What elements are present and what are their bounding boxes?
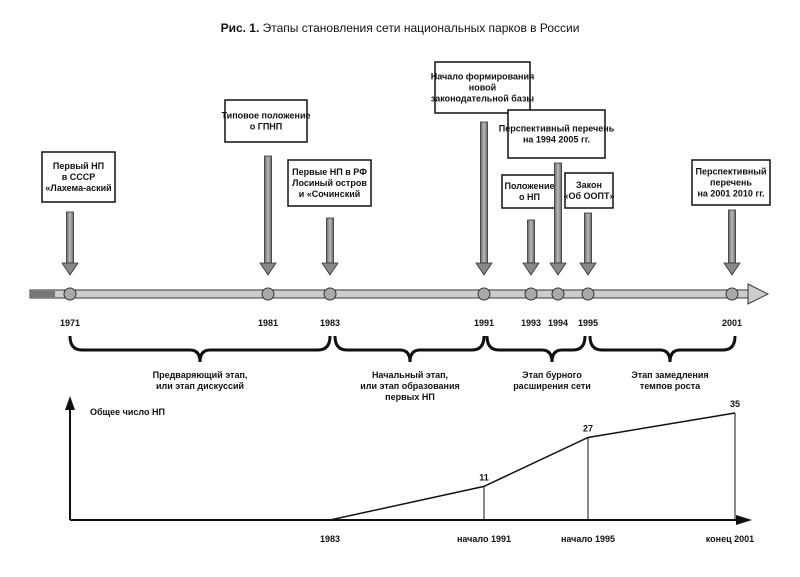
event-label: в СССР (62, 172, 96, 182)
stage-label: Предваряющий этап, (153, 370, 248, 380)
timeline-marker (261, 287, 275, 301)
brace-icon (68, 335, 332, 363)
down-arrow-icon (326, 217, 334, 264)
data-label: 35 (730, 399, 740, 409)
x-axis-arrow-icon (736, 515, 752, 525)
year-label: 1971 (60, 318, 80, 328)
event-label: «Лахема-аский (45, 183, 111, 193)
event-label: новой (469, 83, 496, 93)
event-box (564, 172, 614, 209)
timeline-marker (323, 287, 337, 301)
timeline-event: Начало формированияновойзаконодательной … (431, 61, 535, 328)
event-label: о ГПНП (250, 122, 283, 132)
stage-label: Этап замедления (631, 370, 708, 380)
event-label: Начало формирования (431, 72, 535, 82)
stage-label: или этап образования (360, 381, 460, 391)
arrowhead-icon (723, 262, 741, 276)
event-box (41, 151, 116, 203)
stage-label: Этап бурного (522, 370, 582, 380)
timeline-marker (63, 287, 77, 301)
timeline-marker (524, 287, 538, 301)
event-label: Перспективный перечень (499, 124, 615, 134)
brace-icon (588, 335, 737, 363)
event-box (224, 99, 308, 143)
brace-icon (333, 335, 486, 363)
event-label: Первые НП в РФ (292, 167, 367, 177)
x-tick-label: 1983 (320, 534, 340, 544)
arrowhead-icon (259, 262, 277, 276)
down-arrow-icon (264, 155, 272, 264)
event-box (434, 61, 531, 114)
event-label: законодательной базы (431, 94, 535, 104)
event-label: о НП (519, 192, 540, 202)
event-label: и «Сочинский (299, 189, 361, 199)
data-label: 11 (479, 472, 489, 482)
arrowhead-icon (475, 262, 493, 276)
event-label: Перспективный (695, 167, 766, 177)
y-axis-label: Общее число НП (90, 407, 165, 417)
x-tick-label: начало 1995 (561, 534, 615, 544)
timeline-event: Первый НПв СССР«Лахема-аский 1971 (41, 151, 116, 328)
x-tick-label: конец 2001 (706, 534, 754, 544)
year-label: 1983 (320, 318, 340, 328)
stage-label: расширения сети (513, 381, 591, 391)
arrowhead-icon (549, 262, 567, 276)
stage-label: или этап дискуссий (156, 381, 244, 391)
figure-title: Рис. 1. Этапы становления сети националь… (221, 21, 580, 35)
stage-label: Начальный этап, (372, 370, 448, 380)
timeline-marker (477, 287, 491, 301)
stage-brace: Начальный этап,или этап образованияпервы… (333, 335, 486, 402)
stage-brace: Предваряющий этап,или этап дискуссий (68, 335, 332, 391)
arrowhead-icon (61, 262, 79, 276)
down-arrow-icon (527, 219, 535, 264)
down-arrow-icon (480, 121, 488, 264)
event-label: Типовое положение (222, 111, 311, 121)
timeline-marker (551, 287, 565, 301)
down-arrow-icon (728, 209, 736, 264)
year-label: 1995 (578, 318, 598, 328)
arrowhead-icon (321, 262, 339, 276)
event-box (287, 159, 372, 207)
stage-label: темпов роста (640, 381, 701, 391)
year-label: 1993 (521, 318, 541, 328)
x-tick-label: начало 1991 (457, 534, 511, 544)
year-label: 1981 (258, 318, 278, 328)
timeline-axis (29, 283, 770, 305)
data-label: 27 (583, 423, 593, 433)
event-label: «Об ООПТ» (563, 191, 614, 201)
down-arrow-icon (584, 212, 592, 264)
event-label: Первый НП (53, 161, 104, 171)
event-label: Закон (576, 180, 602, 190)
year-label: 1991 (474, 318, 494, 328)
down-arrow-icon (554, 162, 562, 264)
y-axis-arrow-icon (65, 396, 75, 410)
arrowhead-icon (579, 262, 597, 276)
arrowhead-icon (522, 262, 540, 276)
event-box (507, 109, 606, 159)
event-box (691, 159, 771, 206)
event-label: Лосиный остров (292, 178, 367, 188)
series-line (329, 412, 736, 521)
timeline-marker (725, 287, 739, 301)
event-label: на 1994 2005 гг. (523, 135, 590, 145)
brace-icon (485, 335, 587, 363)
event-label: Положение (505, 181, 555, 191)
timeline-marker (581, 287, 595, 301)
year-label: 1994 (548, 318, 568, 328)
timeline-event: Закон«Об ООПТ» 1995 (563, 172, 615, 328)
event-label: на 2001 2010 гг. (697, 189, 764, 199)
year-label: 2001 (722, 318, 742, 328)
down-arrow-icon (66, 211, 74, 264)
event-label: перечень (710, 178, 752, 188)
stage-label: первых НП (385, 392, 435, 402)
